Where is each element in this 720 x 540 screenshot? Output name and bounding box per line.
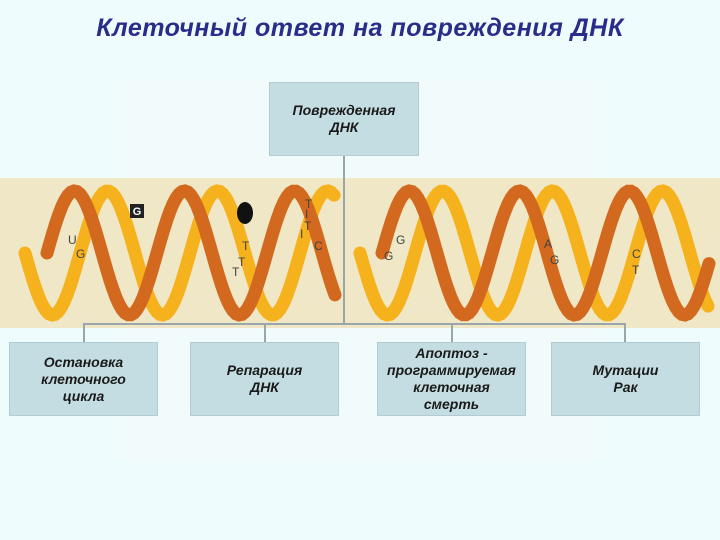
connector-drop-3 xyxy=(451,323,453,342)
base-letter-1-5: G xyxy=(384,249,393,263)
base-letter-1-2: I xyxy=(300,227,303,241)
base-letter-0-2: T xyxy=(242,239,250,253)
cell-cycle-arrest-box: Остановка клеточного цикла xyxy=(9,342,158,416)
helix-1-strand-orange xyxy=(40,184,342,322)
lesion-square-icon xyxy=(130,204,144,218)
connector-vertical xyxy=(343,156,345,324)
connector-drop-1 xyxy=(83,323,85,342)
base-letter-1-3: C xyxy=(314,239,323,253)
apoptosis-box: Апоптоз - программируемая клеточная смер… xyxy=(377,342,526,416)
base-letter-0-1: G xyxy=(76,247,85,261)
base-letter-0-0: U xyxy=(68,233,77,247)
base-letter-2-1: G xyxy=(550,253,559,267)
page-title: Клеточный ответ на повреждения ДНК xyxy=(96,14,624,42)
base-letter-2-0: A xyxy=(544,237,552,251)
damaged-dna-box: Поврежденная ДНК xyxy=(269,82,419,156)
connector-drop-2 xyxy=(264,323,266,342)
base-letter-1-1: T xyxy=(304,219,312,233)
lesion-base-label: G xyxy=(133,206,142,218)
helix-2-strand-orange xyxy=(375,184,716,322)
connector-drop-4 xyxy=(624,323,626,342)
helix-1-strand-yellow xyxy=(18,184,341,322)
base-letter-0-5: I xyxy=(305,207,308,221)
dna-repair-box: Репарация ДНК xyxy=(190,342,339,416)
base-letter-1-0: T xyxy=(305,197,313,211)
base-letter-1-4: G xyxy=(396,233,405,247)
base-letter-0-3: T xyxy=(238,255,246,269)
mutations-cancer-box: Мутации Рак xyxy=(551,342,700,416)
base-letter-2-3: T xyxy=(632,263,640,277)
connector-horizontal xyxy=(83,323,626,325)
base-letter-2-2: C xyxy=(632,247,641,261)
adduct-oval-icon xyxy=(237,202,253,224)
base-letter-0-4: T xyxy=(232,265,240,279)
